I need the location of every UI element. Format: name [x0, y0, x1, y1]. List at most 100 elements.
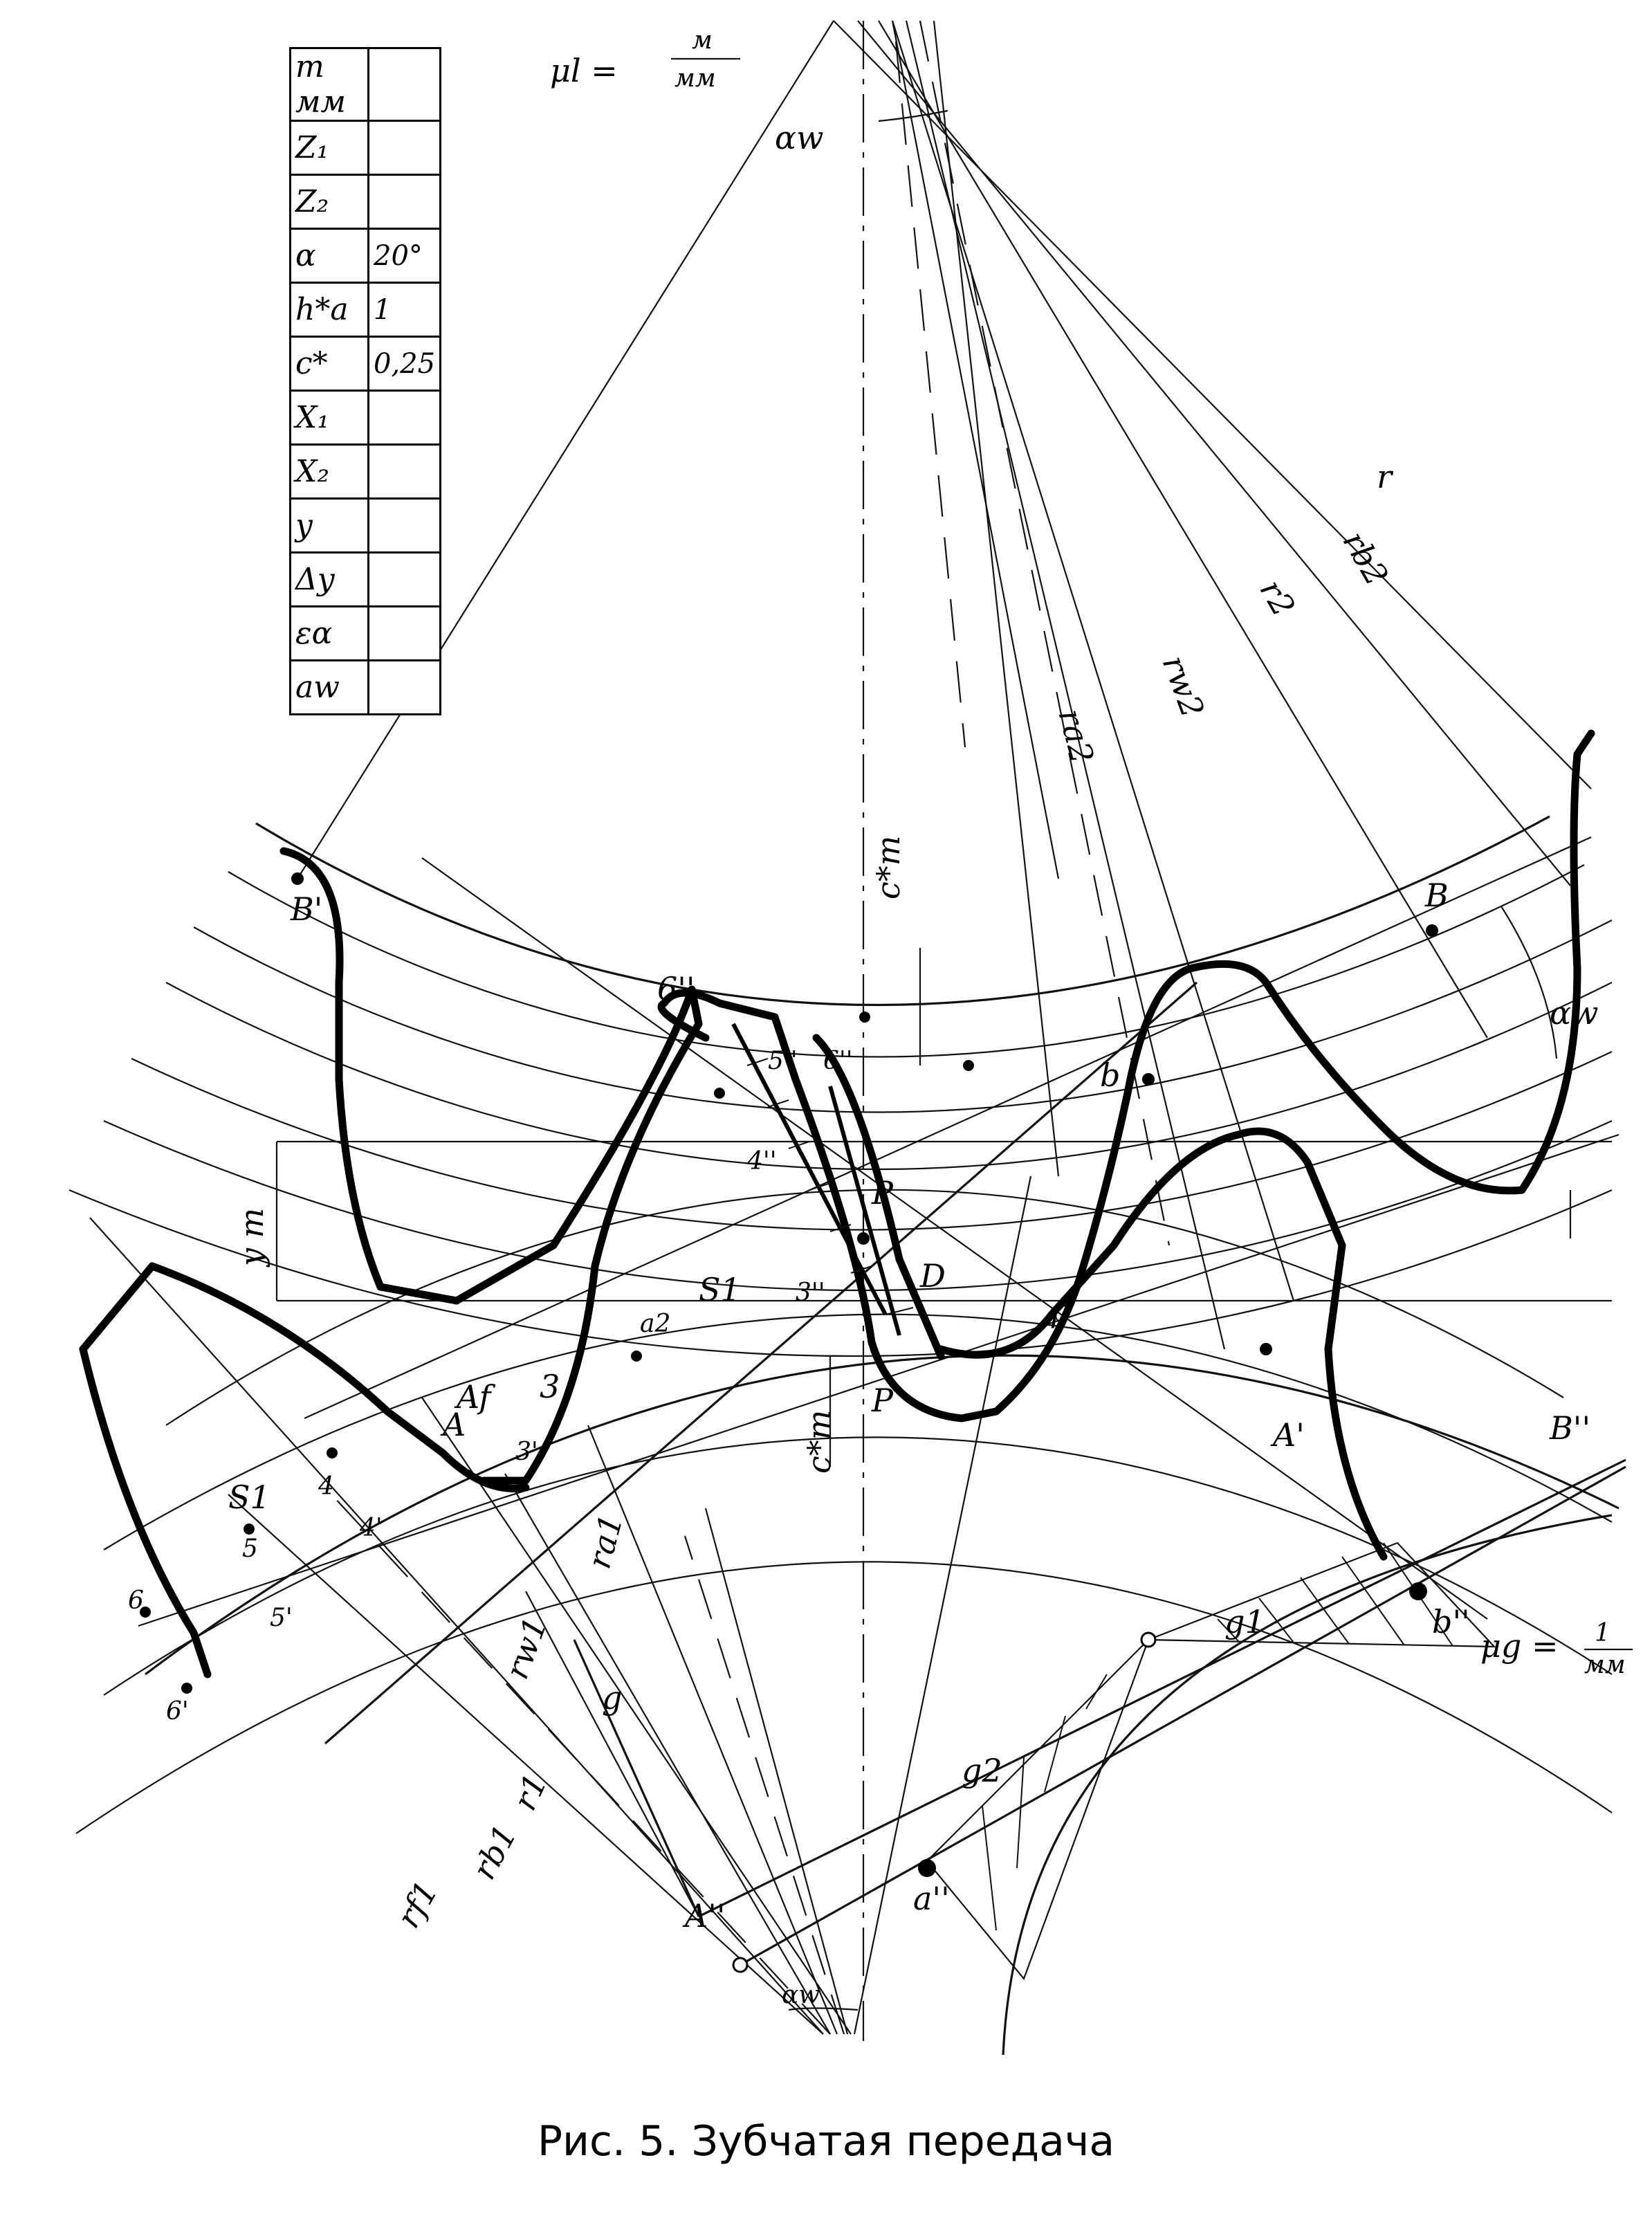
upper-radial-lines [297, 20, 1592, 1350]
svg-text:Af: Af [454, 1378, 495, 1416]
svg-text:g2: g2 [962, 1752, 1002, 1789]
table-value [367, 551, 442, 607]
svg-text:ρ: ρ [1051, 1292, 1070, 1329]
svg-text:6: 6 [128, 1586, 144, 1615]
gear-drawing: μl = м мм μg = 1 мм αw αw αw r rb2 r2 rw… [68, 20, 1633, 2056]
table-value [367, 120, 442, 176]
svg-text:A'': A'' [682, 1897, 726, 1934]
table-symbol: εα [289, 605, 369, 661]
svg-text:P: P [871, 1174, 894, 1211]
svg-text:P: P [871, 1382, 894, 1419]
svg-text:a2: a2 [640, 1310, 670, 1338]
figure-caption: Рис. 5. Зубчатая передача [537, 2117, 1115, 2166]
svg-text:y m: y m [233, 1208, 270, 1268]
table-row: Δy [289, 551, 442, 607]
svg-text:ra2: ra2 [1051, 705, 1101, 767]
table-row: y [289, 497, 442, 554]
action-lines [138, 836, 1626, 1966]
svg-text:αw: αw [1550, 994, 1598, 1032]
svg-text:rb1: rb1 [465, 1819, 524, 1886]
svg-text:rw1: rw1 [498, 1612, 555, 1684]
svg-text:a'': a'' [913, 1880, 950, 1917]
svg-text:м: м [692, 26, 713, 55]
table-row: X₂ [289, 443, 442, 500]
svg-text:B: B [1424, 877, 1449, 914]
svg-text:1: 1 [1595, 1619, 1610, 1647]
table-value [367, 497, 442, 554]
svg-text:4': 4' [359, 1514, 383, 1542]
table-row: c*0,25 [289, 336, 442, 392]
svg-text:g: g [602, 1679, 622, 1717]
svg-text:rw2: rw2 [1155, 650, 1212, 722]
svg-text:A': A' [1270, 1416, 1305, 1454]
svg-text:r2: r2 [1252, 574, 1302, 623]
tooth-profiles [79, 729, 1595, 1678]
svg-text:ra1: ra1 [580, 1510, 630, 1573]
svg-text:мм: мм [674, 64, 716, 93]
table-row: aw [289, 659, 442, 715]
svg-text:S1: S1 [228, 1479, 270, 1516]
svg-text:мм: мм [1584, 1651, 1626, 1679]
table-symbol: Z₂ [289, 174, 369, 230]
svg-text:A: A [440, 1406, 466, 1443]
svg-text:D: D [919, 1257, 946, 1294]
svg-text:3': 3' [515, 1438, 538, 1466]
svg-text:c*m: c*m [870, 836, 907, 899]
svg-text:μl =: μl = [550, 52, 618, 89]
svg-text:αw: αw [775, 119, 823, 156]
svg-text:3: 3 [540, 1368, 560, 1405]
table-symbol: Δy [289, 551, 369, 607]
table-row: Z₁ [289, 120, 442, 176]
table-value [367, 390, 442, 446]
table-value: 0,25 [367, 336, 442, 392]
svg-text:5: 5 [242, 1535, 258, 1563]
table-symbol: X₁ [289, 390, 369, 446]
table-value: 1 [367, 282, 442, 338]
svg-text:B': B' [290, 890, 322, 928]
table-symbol: c* [289, 336, 369, 392]
table-value [367, 659, 442, 715]
svg-text:b: b [1100, 1056, 1120, 1094]
svg-text:6'': 6'' [823, 1047, 853, 1075]
svg-text:S1: S1 [699, 1271, 741, 1308]
svg-text:4: 4 [318, 1472, 334, 1501]
svg-text:c*m: c*m [800, 1410, 838, 1474]
svg-text:B'': B'' [1549, 1409, 1590, 1447]
table-symbol: α [289, 228, 369, 284]
lower-right-circle [1002, 1514, 1613, 2056]
table-symbol: X₂ [289, 443, 369, 500]
table-value [367, 605, 442, 661]
table-value [367, 443, 442, 500]
table-row: Z₂ [289, 174, 442, 230]
svg-text:3'': 3'' [796, 1279, 825, 1307]
table-symbol: m мм [289, 47, 369, 122]
svg-text:g1: g1 [1224, 1603, 1265, 1640]
svg-text:6': 6' [166, 1697, 189, 1726]
svg-text:αw: αw [782, 1981, 820, 2009]
length-scale: μl = м мм [550, 26, 740, 93]
svg-text:b'': b'' [1432, 1603, 1470, 1640]
svg-text:r: r [1377, 458, 1394, 495]
svg-text:4'': 4'' [746, 1147, 777, 1175]
svg-text:rf1: rf1 [389, 1874, 446, 1934]
table-symbol: h*a [289, 282, 369, 338]
velocity-scale: μg = 1 мм [1480, 1619, 1633, 1679]
points [140, 872, 1438, 1973]
table-value: 20° [367, 228, 442, 284]
table-value [367, 174, 442, 230]
contact-segment [731, 1023, 914, 1336]
table-row: m мм [289, 47, 442, 122]
table-row: X₁ [289, 390, 442, 446]
table-symbol: y [289, 497, 369, 554]
svg-text:6'': 6'' [657, 970, 695, 1007]
svg-text:5': 5' [270, 1604, 293, 1632]
table-value [367, 47, 442, 122]
lower-gear-circles [75, 1189, 1619, 1834]
svg-text:μg =: μg = [1480, 1627, 1559, 1665]
dimension-arrows [275, 109, 1572, 2011]
table-row: εα [289, 605, 442, 661]
svg-text:r1: r1 [506, 1768, 555, 1815]
